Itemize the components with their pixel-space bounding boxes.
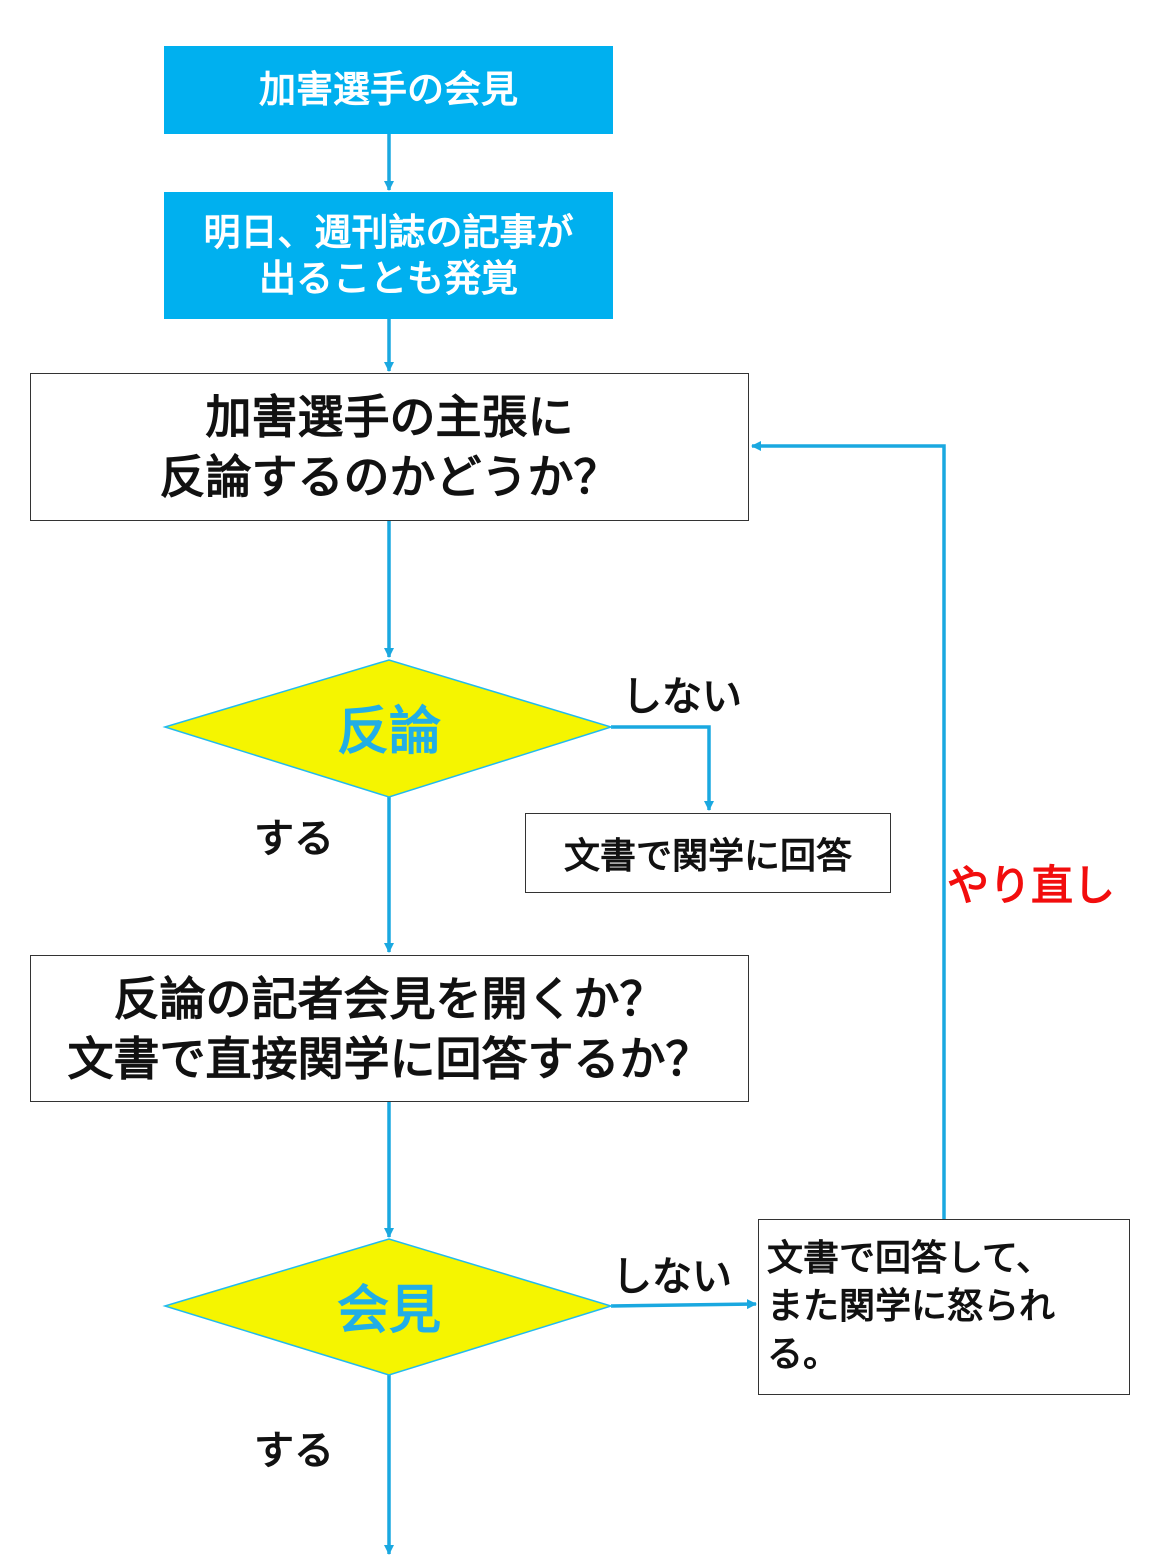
- decision-conference-label: 会見: [337, 1281, 441, 1341]
- question-rebut-claim: 加害選手の主張に 反論するのかどうか？: [30, 373, 749, 521]
- edge-label-no-1: しない: [622, 674, 742, 720]
- question-conference-or-document: 反論の記者会見を開くか？ 文書で直接関学に回答するか？: [30, 955, 749, 1102]
- outcome-angered-line1: 文書で回答して、: [767, 1238, 1053, 1279]
- step-tabloid-article: 明日、週刊誌の記事が 出ることも発覚: [164, 192, 613, 319]
- arrow-no-1: [611, 725, 714, 811]
- step-tabloid-line2: 出ることも発覚: [259, 256, 518, 300]
- outcome-angered-line2: また関学に怒られ: [767, 1286, 1056, 1327]
- outcome-document-reply: 文書で関学に回答: [525, 813, 891, 893]
- step-tabloid-line1: 明日、週刊誌の記事が: [203, 210, 574, 254]
- step-press-conference-text: 加害選手の会見: [259, 68, 518, 111]
- edge-label-yes-1: する: [254, 816, 334, 862]
- step-press-conference: 加害選手の会見: [164, 46, 613, 134]
- decision-diamond-conference: [162, 1238, 614, 1376]
- arrow-redo: [751, 441, 946, 1219]
- outcome-angered-again: 文書で回答して、 また関学に怒られ る。: [758, 1219, 1130, 1395]
- arrow-no-2: [610, 1299, 757, 1310]
- outcome-document-reply-text: 文書で関学に回答: [563, 836, 852, 877]
- edge-label-yes-2: する: [254, 1428, 334, 1474]
- question-rebut-line1: 加害選手の主張に: [205, 390, 574, 444]
- question-conference-line2: 文書で直接関学に回答するか？: [67, 1031, 712, 1086]
- decision-rebut-label: 反論: [337, 702, 441, 762]
- decision-diamond-rebut: [162, 659, 614, 798]
- outcome-angered-line3: る。: [767, 1334, 840, 1375]
- question-rebut-line2: 反論するのかどうか？: [159, 450, 620, 504]
- redo-label: やり直し: [947, 861, 1116, 910]
- question-conference-line1: 反論の記者会見を開くか？: [113, 971, 666, 1026]
- edge-label-no-2: しない: [612, 1254, 732, 1300]
